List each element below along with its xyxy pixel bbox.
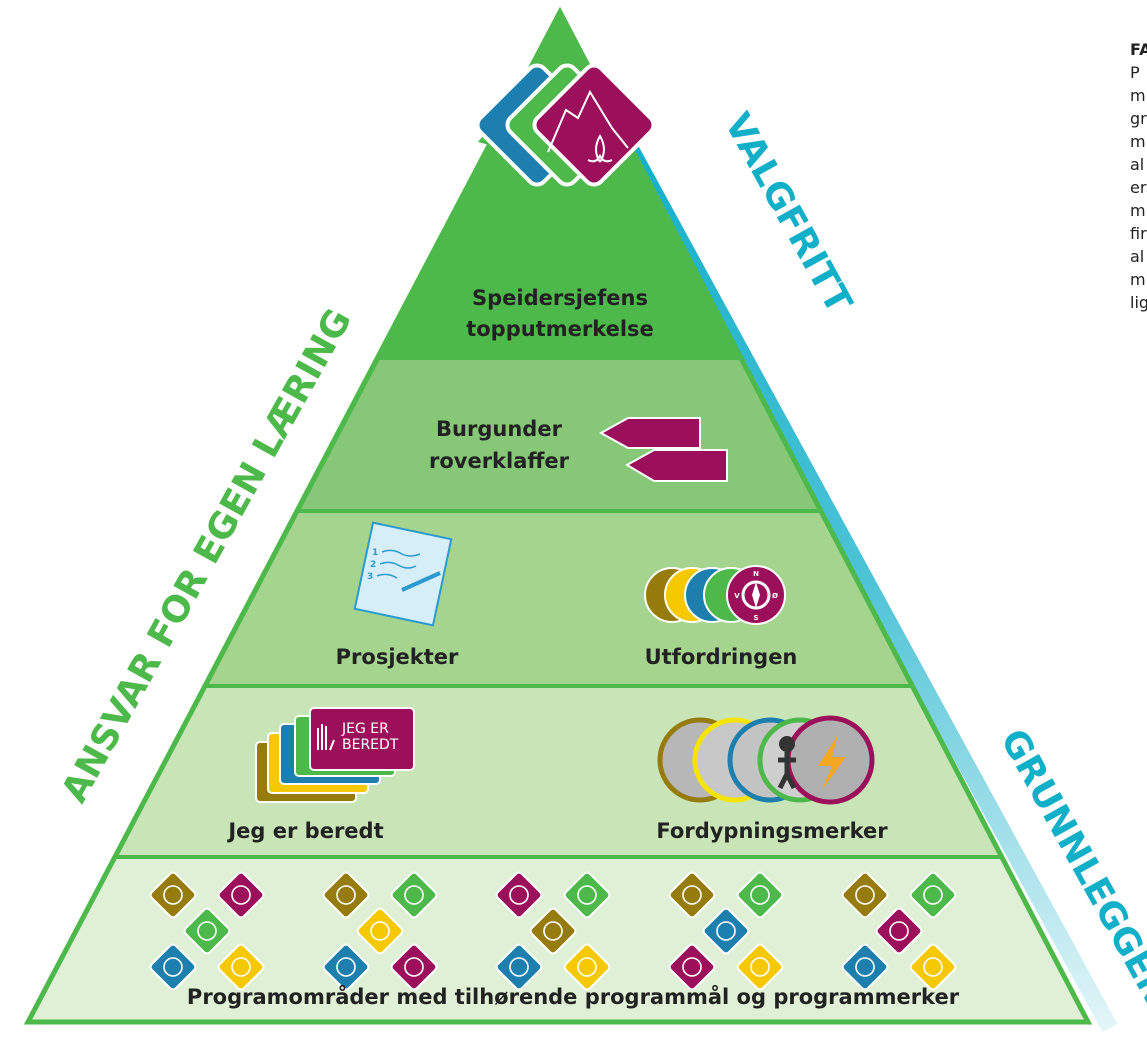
sidebar-line: m (1130, 86, 1146, 105)
prepared-cards-icon: JEG ER BEREDT (255, 707, 415, 803)
program-badge-cluster (668, 871, 784, 991)
program-badge-icon (183, 907, 231, 955)
program-badge-cluster (149, 871, 265, 991)
program-badge-icon (529, 907, 577, 955)
program-badge-icon (702, 907, 750, 955)
program-badge-icon (736, 943, 784, 991)
program-badge-symbol (509, 885, 529, 905)
pyramid-outline (23, 6, 1093, 1025)
rover-flap-icon (624, 449, 728, 482)
program-badge-symbol (855, 957, 875, 977)
program-badge-symbol (855, 885, 875, 905)
program-badge-symbol (404, 957, 424, 977)
program-badge-icon (495, 943, 543, 991)
label-rover-line1: Burgunder (436, 417, 563, 441)
program-badge-icon (495, 871, 543, 919)
program-badge-icon (390, 943, 438, 991)
label-program-areas: Programområder med tilhørende programmål… (187, 984, 960, 1009)
sidebar-line: m (1130, 201, 1146, 220)
program-badge-symbol (750, 957, 770, 977)
compass-east: Ø (772, 592, 778, 600)
compass-west: V (734, 592, 740, 600)
program-badge-icon (217, 943, 265, 991)
program-badge-icon (149, 871, 197, 919)
sidebar-line: fir (1130, 224, 1147, 243)
label-deepening: Fordypningsmerker (656, 819, 888, 843)
program-badge-icon (356, 907, 404, 955)
program-badge-symbol (370, 921, 390, 941)
program-badge-icon (736, 871, 784, 919)
program-badge-symbol (231, 885, 251, 905)
program-badge-symbol (923, 885, 943, 905)
program-badge-symbol (682, 957, 702, 977)
program-badge-icon (390, 871, 438, 919)
program-badge-symbol (577, 885, 597, 905)
deepening-badges-icon (657, 715, 875, 805)
sidebar-heading: FA (1130, 40, 1147, 59)
program-badge-symbol (231, 957, 251, 977)
program-badge-symbol (682, 885, 702, 905)
program-badge-cluster (322, 871, 438, 991)
program-badge-icon (841, 943, 889, 991)
program-badge-symbol (750, 885, 770, 905)
program-badge-icon (668, 871, 716, 919)
program-badge-icon (875, 907, 923, 955)
card-text-line2: BEREDT (342, 737, 399, 753)
tier-rover (28, 360, 1088, 510)
program-badge-symbol (163, 957, 183, 977)
compass-badges-icon: N Ø S V (644, 565, 786, 625)
sheet-number-3: 3 (367, 572, 373, 582)
program-badge-icon (563, 871, 611, 919)
program-badge-cluster (495, 871, 611, 991)
sheet-number-2: 2 (370, 560, 376, 570)
label-projects: Prosjekter (336, 645, 459, 669)
program-badge-icon (563, 943, 611, 991)
program-badge-icon (217, 871, 265, 919)
program-badge-icon (909, 943, 957, 991)
label-challenge: Utfordringen (645, 645, 798, 669)
program-badge-symbol (336, 957, 356, 977)
program-badge-symbol (404, 885, 424, 905)
program-badge-icon (149, 943, 197, 991)
sidebar-line: lig (1130, 293, 1147, 312)
sidebar-line: P (1130, 63, 1140, 82)
rover-flap-icon (598, 417, 701, 449)
card-text-line1: JEG ER (341, 721, 389, 737)
sheet-number-1: 1 (372, 548, 378, 558)
label-prepared: Jeg er beredt (226, 819, 383, 843)
label-top-award-line1: Speidersjefens (472, 286, 648, 310)
program-badge-icon (909, 871, 957, 919)
program-badge-symbol (163, 885, 183, 905)
program-badge-cluster (841, 871, 957, 991)
program-badge-symbol (543, 921, 563, 941)
sidebar-line: al (1130, 247, 1145, 266)
sidebar-line: gr (1130, 109, 1147, 128)
program-badge-icon (322, 871, 370, 919)
program-badge-symbol (577, 957, 597, 977)
program-badge-icon (322, 943, 370, 991)
label-optional: VALGFRITT (716, 106, 859, 320)
program-badge-symbol (889, 921, 909, 941)
program-badge-symbol (336, 885, 356, 905)
sidebar-line: er (1130, 178, 1147, 197)
program-badge-icon (841, 871, 889, 919)
sidebar-line: m (1130, 132, 1146, 151)
program-badge-symbol (197, 921, 217, 941)
project-sheet-icon: 1 2 3 (353, 521, 453, 627)
compass-south: S (753, 614, 758, 622)
program-badge-symbol (923, 957, 943, 977)
program-area-badges (149, 871, 957, 991)
label-rover-line2: roverklaffer (429, 449, 570, 473)
sidebar-text-fragment: FA P m gr m al er m fir al m lig (1130, 38, 1147, 314)
program-badge-symbol (509, 957, 529, 977)
sidebar-line: al (1130, 155, 1145, 174)
program-badge-symbol (716, 921, 736, 941)
tier-prepared (28, 688, 1088, 856)
sidebar-line: m (1130, 270, 1146, 289)
label-top-award-line2: topputmerkelse (466, 317, 654, 341)
compass-north: N (753, 570, 759, 578)
program-badge-icon (668, 943, 716, 991)
top-award-badge-icon (475, 63, 656, 187)
